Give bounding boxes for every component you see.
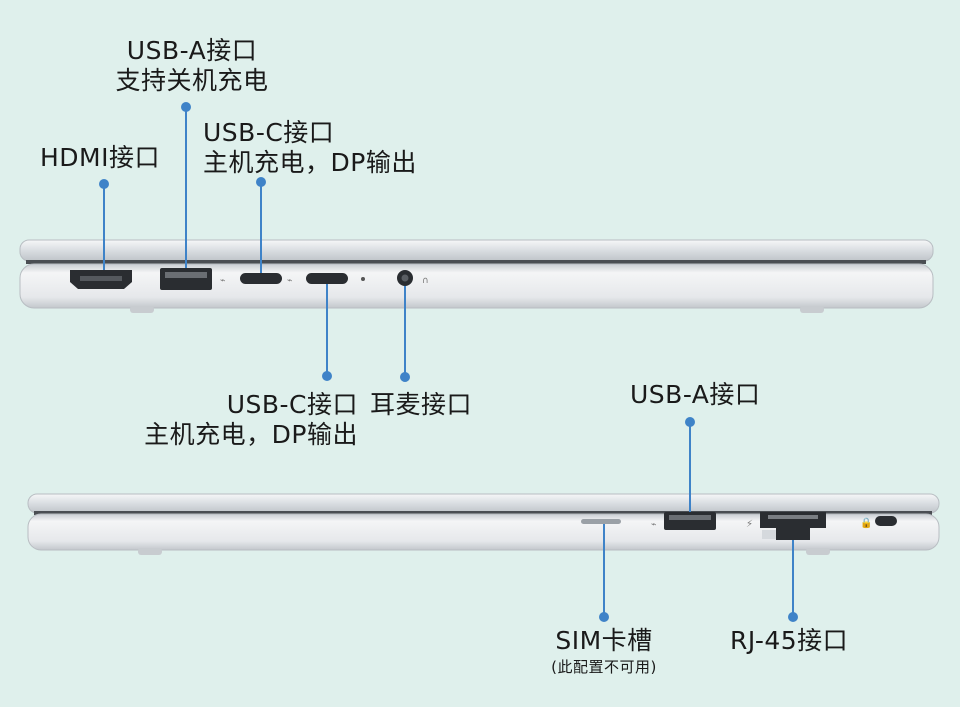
leader-audio-dot xyxy=(400,372,410,382)
label-hdmi-line1: HDMI接口 xyxy=(40,143,160,172)
network-symbol-icon: ⚡ xyxy=(746,519,753,530)
label-usb-a-right-line1: USB-A接口 xyxy=(630,380,761,409)
usb-a-right-port-icon xyxy=(664,512,716,530)
thunder-symbol-icon: ⌁ xyxy=(287,276,292,286)
leader-usb-c-1-dot xyxy=(256,177,266,187)
status-led-icon xyxy=(361,277,365,281)
label-usb-c-2: USB-C接口 主机充电，DP输出 xyxy=(112,390,358,450)
lock-slot-icon xyxy=(875,516,897,526)
ethernet-flap xyxy=(762,530,776,539)
label-rj45-line1: RJ-45接口 xyxy=(730,626,849,655)
lock-symbol-icon: 🔒 xyxy=(860,517,872,529)
label-usb-c-1: USB-C接口 主机充电，DP输出 xyxy=(203,118,417,178)
label-audio: 耳麦接口 xyxy=(370,390,472,420)
ethernet-port-pins xyxy=(768,515,818,519)
top-foot-right xyxy=(800,306,824,313)
bottom-foot-right xyxy=(806,548,830,555)
label-sim-note: (此配置不可用) xyxy=(534,658,674,676)
bottom-lid xyxy=(27,493,940,514)
usb-c-port-2-icon xyxy=(306,273,348,284)
leader-usb-c-2-dot xyxy=(322,371,332,381)
bottom-laptop: ⌁ ⚡ 🔒 xyxy=(27,493,940,555)
leader-sim-dot xyxy=(599,612,609,622)
label-usb-a-left-line1: USB-A接口 xyxy=(126,36,258,65)
label-sim: SIM卡槽 xyxy=(534,626,674,656)
label-usb-c-1-line2: 主机充电，DP输出 xyxy=(203,148,417,177)
label-usb-a-right: USB-A接口 xyxy=(630,380,760,410)
label-sim-line2: (此配置不可用) xyxy=(551,658,657,676)
headphone-jack-ring xyxy=(401,274,409,282)
top-gap xyxy=(26,260,926,264)
usb-a-tongue xyxy=(165,272,207,278)
sim-slot-icon xyxy=(581,519,621,524)
leader-usb-a-left-dot xyxy=(181,102,191,112)
headset-symbol-icon: ∩ xyxy=(422,276,429,286)
label-usb-c-1-line1: USB-C接口 xyxy=(203,118,335,147)
leader-hdmi-dot xyxy=(99,179,109,189)
top-foot-left xyxy=(130,306,154,313)
label-usb-c-2-line1: USB-C接口 xyxy=(226,390,358,419)
usb-symbol-right-icon: ⌁ xyxy=(651,520,656,530)
label-hdmi: HDMI接口 xyxy=(40,143,160,173)
leader-lines xyxy=(99,102,798,622)
usb-symbol-icon: ⌁ xyxy=(220,276,225,286)
usb-a-port-icon xyxy=(160,268,212,290)
top-laptop: ⌁ ⌁ ∩ xyxy=(19,239,934,313)
label-usb-c-2-line2: 主机充电，DP输出 xyxy=(144,420,358,449)
bottom-gap xyxy=(34,511,932,515)
label-usb-a-left: USB-A接口 支持关机充电 xyxy=(96,36,288,96)
label-usb-a-left-line2: 支持关机充电 xyxy=(115,66,269,95)
label-sim-line1: SIM卡槽 xyxy=(555,626,653,655)
leader-rj45-dot xyxy=(788,612,798,622)
usb-a-right-tongue xyxy=(669,515,711,520)
top-base xyxy=(19,263,934,309)
label-audio-line1: 耳麦接口 xyxy=(370,390,473,419)
usb-c-port-icon xyxy=(240,273,282,284)
top-lid xyxy=(19,239,934,262)
label-rj45: RJ-45接口 xyxy=(730,626,848,656)
leader-usb-a-right-dot xyxy=(685,417,695,427)
bottom-foot-left xyxy=(138,548,162,555)
hdmi-port-inner xyxy=(80,276,122,281)
